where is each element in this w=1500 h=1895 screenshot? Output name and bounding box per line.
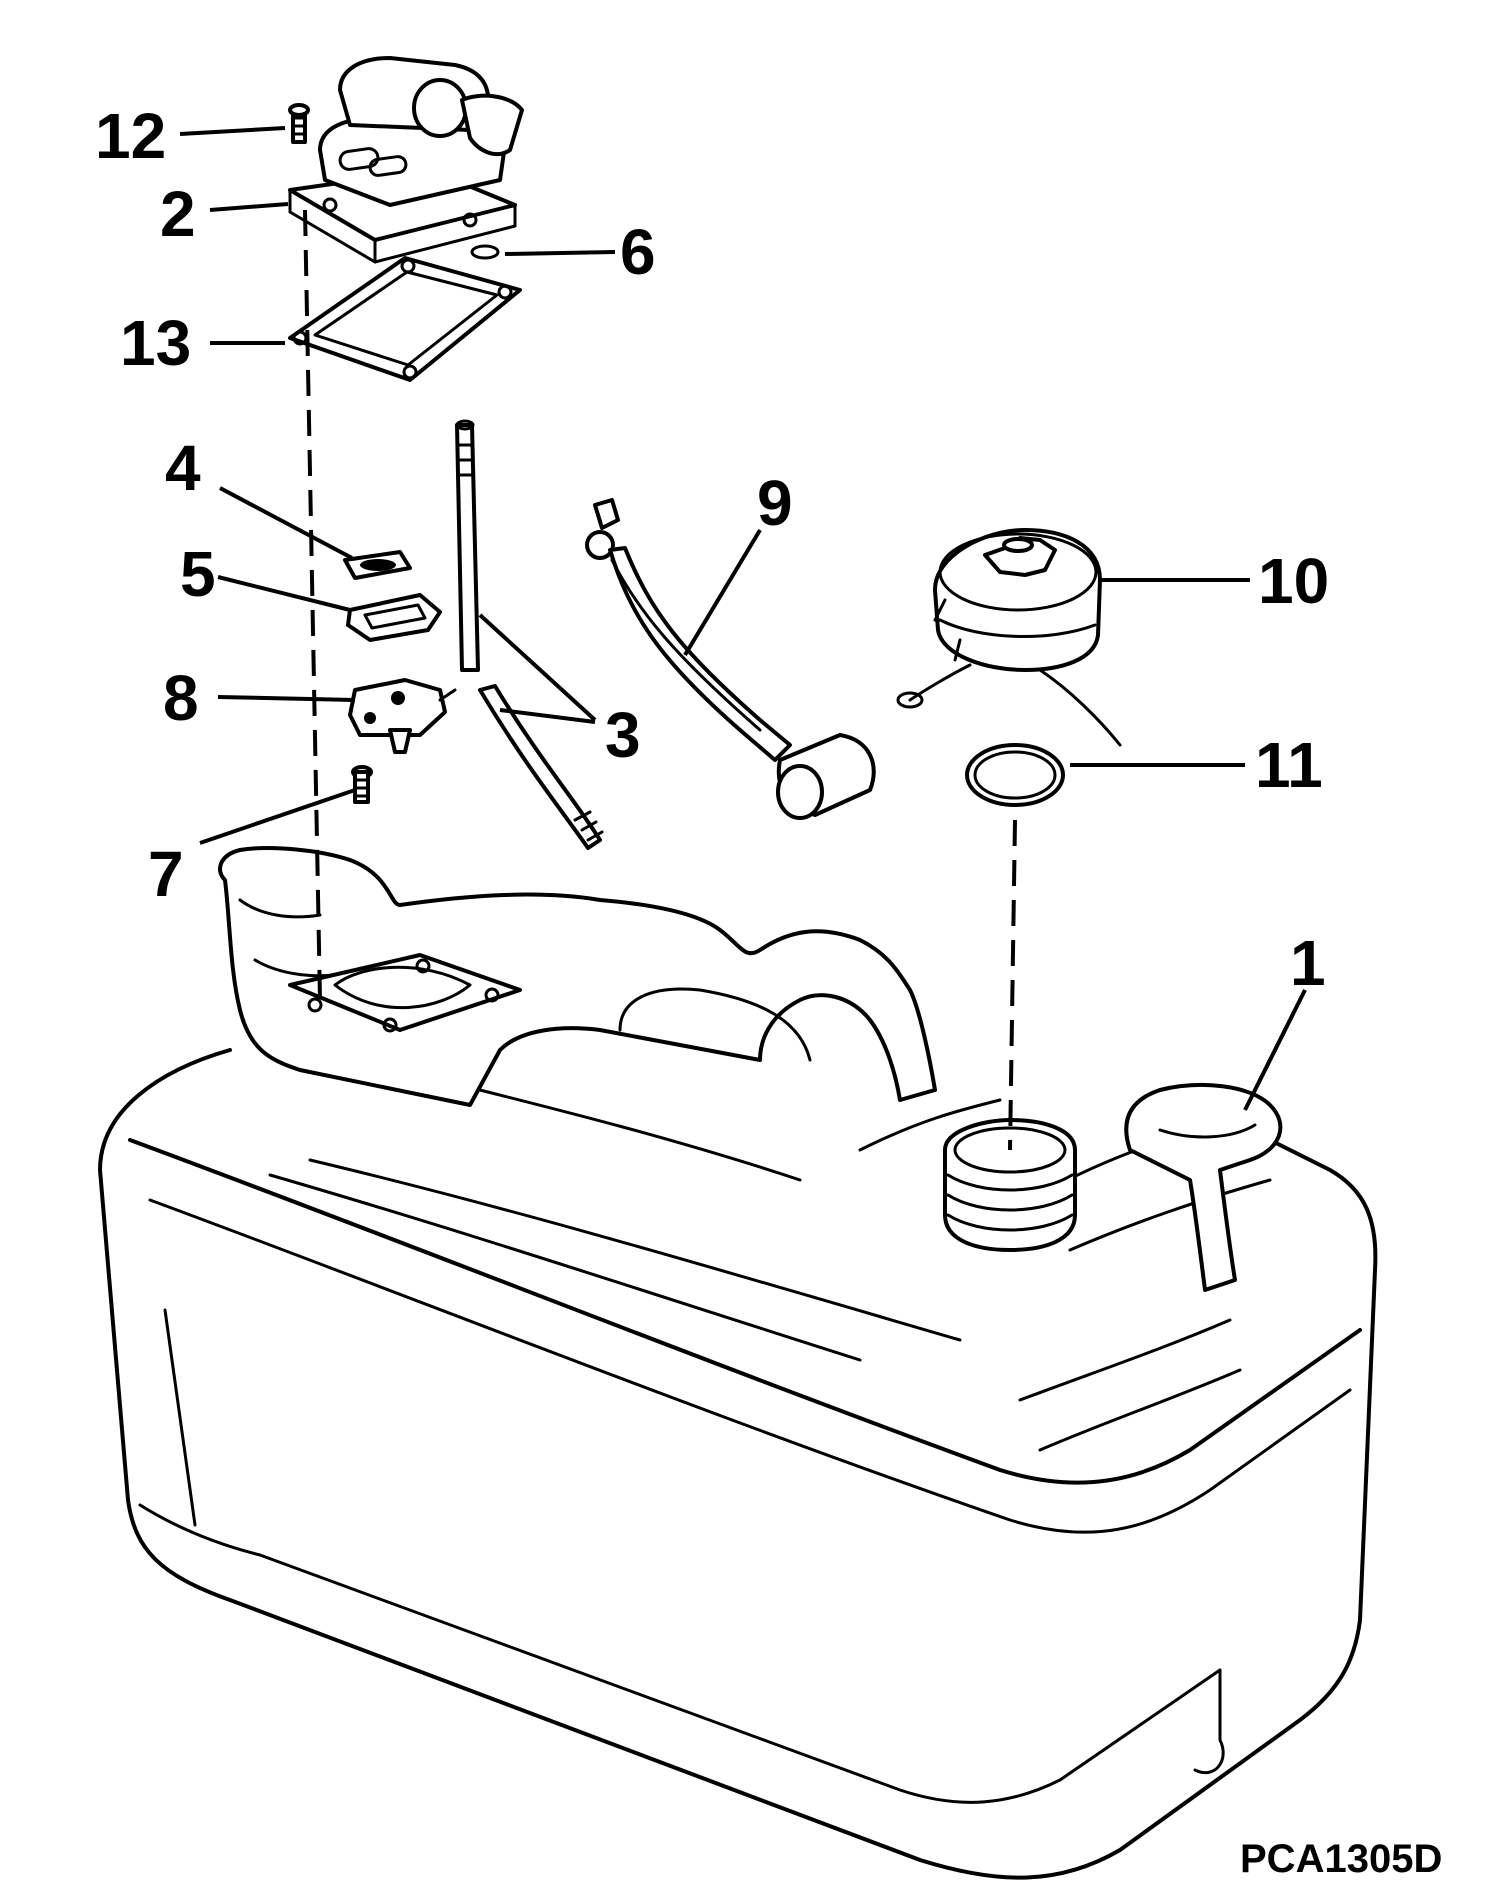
callout-2: 2	[160, 178, 196, 250]
connector-assembly	[288, 56, 524, 264]
hoses-3	[455, 419, 604, 850]
callout-8: 8	[163, 662, 199, 734]
cap-10	[896, 528, 1122, 747]
seal-11	[965, 743, 1065, 807]
alignment-line-right	[1008, 819, 1017, 1151]
callout-3: 3	[605, 699, 641, 771]
callout-12: 12	[95, 100, 166, 172]
bracket-8	[348, 678, 457, 754]
callout-6: 6	[620, 216, 656, 288]
alignment-line-left	[303, 209, 322, 1001]
callout-7: 7	[148, 838, 184, 910]
callout-4: 4	[165, 432, 201, 504]
callout-11: 11	[1255, 729, 1323, 801]
leader-1	[1243, 989, 1307, 1111]
callout-10: 10	[1258, 545, 1329, 617]
callout-9: 9	[757, 467, 793, 539]
leader-lines	[179, 126, 1250, 845]
callout-1: 1	[1290, 927, 1326, 999]
screw-7	[351, 765, 373, 804]
grommet-5	[346, 593, 442, 642]
screw-12	[288, 103, 310, 144]
callout-13: 13	[120, 307, 191, 379]
fuel-tank	[98, 846, 1378, 1880]
o-ring-6	[470, 244, 500, 260]
gasket-13	[288, 256, 522, 382]
pickup-9	[585, 498, 876, 820]
drawing-code: PCA1305D	[1240, 1837, 1442, 1881]
callout-5: 5	[180, 538, 216, 610]
clip-4	[343, 550, 412, 580]
